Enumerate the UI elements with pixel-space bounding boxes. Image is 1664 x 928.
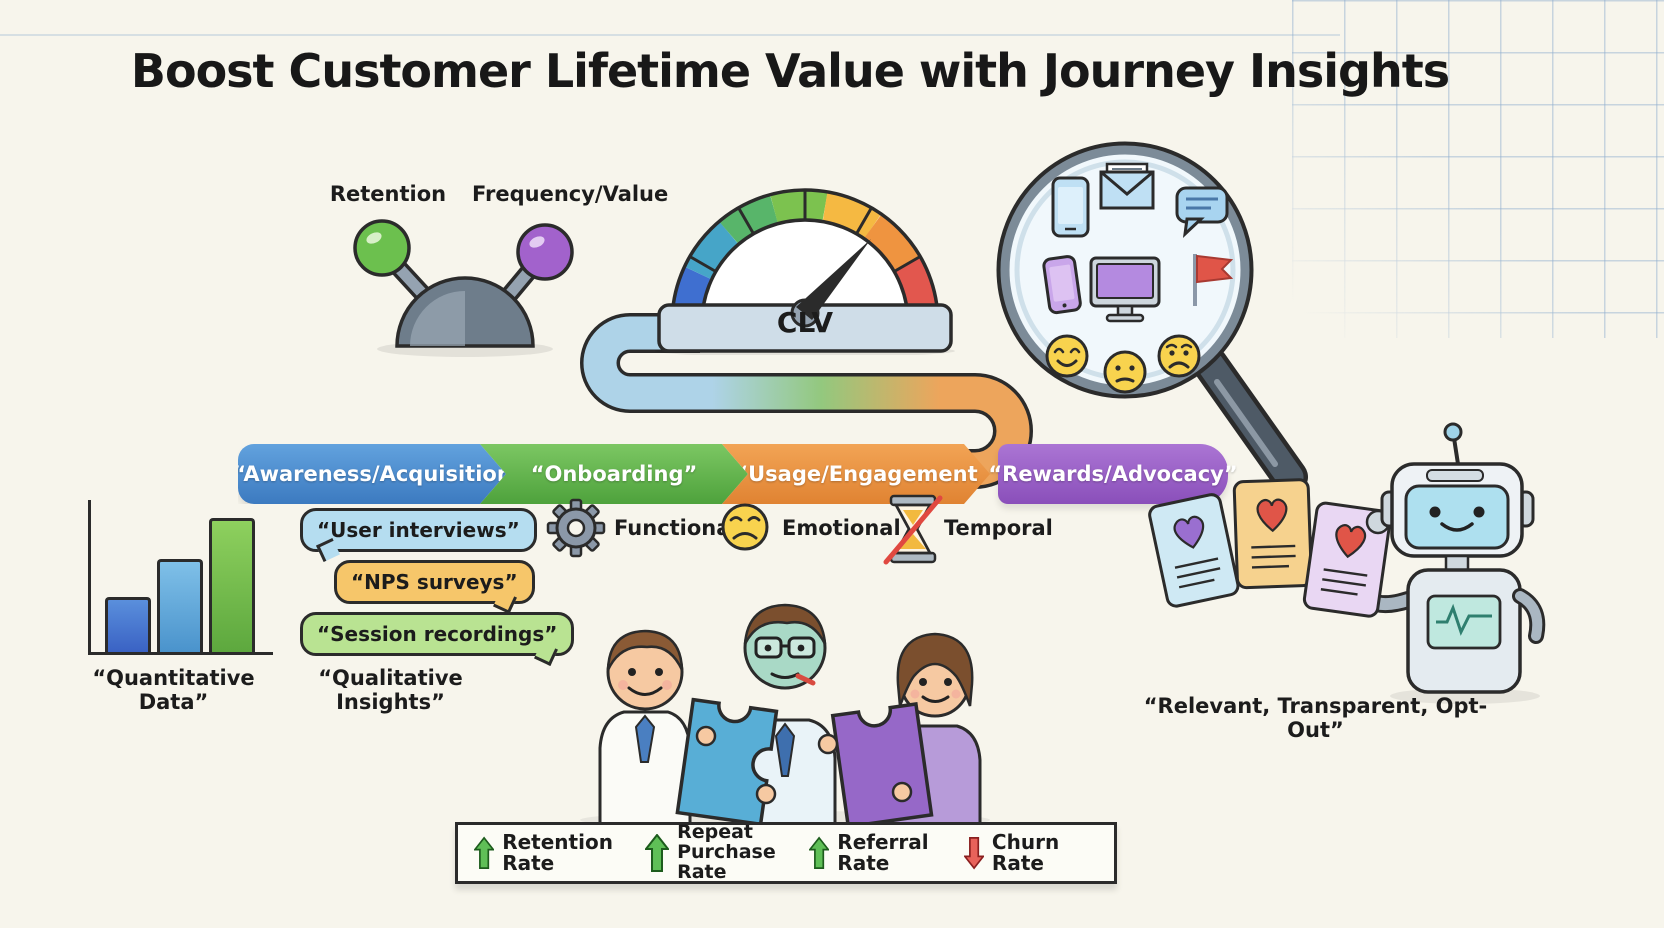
journey-stage-label: “Usage/Engagement (734, 462, 978, 486)
gear-icon (546, 498, 606, 558)
gauge-needle (796, 239, 871, 320)
monitor-icon (1089, 256, 1161, 323)
journey-stage-awareness: “Awareness/Acquisition (238, 444, 506, 504)
quantitative-data-label: “Quantitative Data” (92, 666, 255, 714)
person-left (598, 629, 692, 828)
journey-stage-label: “Rewards/Advocacy” (988, 462, 1238, 486)
metric-referral-rate: Referral Rate (809, 832, 964, 874)
bar-low (105, 597, 151, 652)
metrics-bar: Retention Rate Repeat Purchase Rate Refe… (455, 822, 1117, 884)
magnifier-icon (996, 141, 1308, 495)
metric-retention-rate: Retention Rate (474, 832, 645, 874)
sad-face-icon (721, 503, 769, 551)
mobile-phone-icon (1042, 255, 1082, 315)
bar-mid (157, 559, 203, 652)
frequency-lever-ball (516, 223, 574, 281)
lever-label-retention: Retention (329, 182, 447, 206)
down-arrow-icon (963, 837, 984, 870)
puzzle-piece-purple (830, 702, 934, 828)
bubble-user-interviews: “User interviews” (300, 508, 537, 552)
email-icon (1099, 162, 1155, 210)
up-arrow-icon (809, 836, 830, 869)
journey-stage-usage: “Usage/Engagement (722, 444, 990, 504)
levers-icon (353, 219, 574, 357)
flag-icon (1193, 254, 1234, 306)
preference-card-orange (1232, 478, 1313, 590)
lever-label-frequency-value: Frequency/Value (472, 182, 669, 206)
grid-line (0, 34, 1340, 36)
preference-card-blue (1148, 493, 1240, 608)
bubble-nps-surveys: “NPS surveys” (334, 560, 535, 604)
metric-repeat-purchase-rate: Repeat Purchase Rate (645, 821, 809, 883)
qualitative-insights-label: “Qualitative Insights” (318, 666, 463, 714)
graph-paper-grid (1292, 0, 1664, 338)
sad-face-icon (1157, 334, 1201, 378)
clv-gauge-icon (655, 188, 955, 355)
bubble-session-recordings: “Session recordings” (300, 612, 575, 656)
need-label-functional: Functional (614, 516, 738, 540)
gauge-label: CLV (776, 306, 834, 339)
need-label-emotional: Emotional (782, 516, 901, 540)
up-arrow-icon (474, 836, 495, 869)
quantitative-bar-chart (88, 500, 273, 655)
journey-stage-label: “Onboarding” (530, 462, 698, 486)
crossed-hourglass-icon (883, 494, 943, 565)
smartphone-icon (1051, 176, 1090, 238)
metric-label: Churn Rate (991, 830, 1060, 875)
journey-stage-rewards: “Rewards/Advocacy” (988, 444, 1238, 504)
preference-card-purple (1302, 501, 1392, 618)
neutral-face-icon (1103, 350, 1147, 394)
metric-label: Repeat Purchase Rate (677, 821, 776, 883)
page-title: Boost Customer Lifetime Value with Journ… (130, 44, 1450, 98)
metric-label: Retention Rate (502, 830, 613, 875)
robot-body (1380, 422, 1546, 694)
robot-caption: “Relevant, Transparent, Opt-Out” (1143, 694, 1488, 742)
robot-illustration (1148, 422, 1546, 704)
journey-stage-onboarding: “Onboarding” (480, 444, 748, 504)
chat-bubble-icon (1175, 186, 1229, 238)
metric-churn-rate: Churn Rate (963, 830, 1098, 875)
journey-stage-label: “Awareness/Acquisition (232, 462, 512, 486)
retention-lever-ball (353, 219, 411, 277)
up-arrow-icon (645, 834, 670, 872)
team-puzzle-illustration (580, 603, 990, 828)
metric-label: Referral Rate (837, 830, 929, 875)
need-label-temporal: Temporal (944, 516, 1053, 540)
happy-face-icon (1045, 334, 1089, 378)
bar-high (209, 518, 255, 652)
